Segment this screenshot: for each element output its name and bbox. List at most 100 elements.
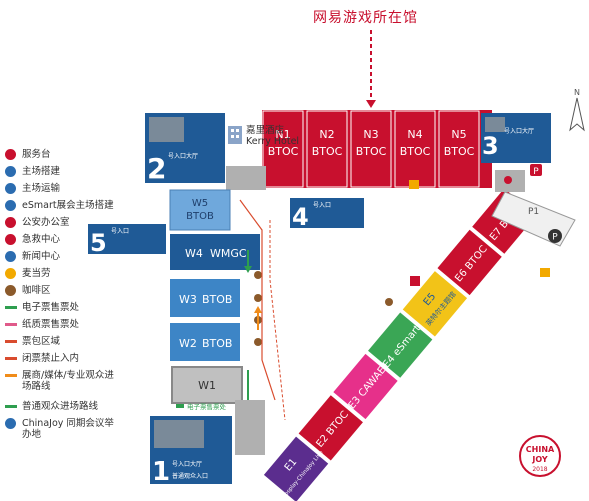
svg-text:P: P — [533, 167, 539, 177]
cafe-icon — [254, 294, 262, 302]
legend-item-public-route: 普通观众进场路线 — [5, 400, 135, 417]
hall-e5[interactable]: E5 英特尔主题馆 — [402, 271, 468, 337]
hall-n2[interactable]: N2 BTOC — [306, 110, 348, 188]
news-center-icon — [5, 251, 16, 262]
service-desk-icon — [5, 149, 16, 160]
venue-construction-icon — [5, 166, 16, 177]
entrance-1-sub: 普通观众入口 — [172, 472, 208, 480]
public-route-arrow — [244, 266, 252, 273]
entrance-2-title: 号入口大厅 — [168, 152, 198, 160]
hall-e2[interactable]: E2 BTOC — [298, 395, 363, 461]
chinajoy-logo: CHINA JOY 2018 — [519, 435, 561, 477]
hall-n4-name: N4 — [407, 128, 422, 141]
hall-n4[interactable]: N4 BTOC — [394, 110, 436, 188]
hall-w4-name: W4 — [185, 247, 203, 260]
hall-n4-type: BTOC — [400, 145, 431, 158]
sales-zone-line-icon — [5, 357, 17, 360]
hall-n1-type: BTOC — [268, 145, 299, 158]
hall-n2-type: BTOC — [312, 145, 343, 158]
hall-w4[interactable]: W4 WMGC — [170, 234, 260, 270]
hall-n5-type: BTOC — [444, 145, 475, 158]
e-ticket-line-icon — [5, 306, 17, 309]
logo-line2: JOY — [531, 455, 547, 464]
hall-w5[interactable]: W5 BTOB — [169, 189, 231, 231]
hall-w5-type: BTOB — [186, 211, 214, 222]
hall-w3[interactable]: W3 BTOB — [170, 279, 240, 317]
paper-ticket-line-icon — [5, 323, 17, 326]
hotel-icon — [228, 126, 242, 144]
venue-transport-icon — [5, 183, 16, 194]
chinajoy-logo-icon — [5, 418, 16, 429]
entrance-5-callout[interactable]: 5 号入口 — [88, 224, 166, 257]
legend-item-venue-transport: 主场运输 — [5, 182, 135, 199]
hall-n3-type: BTOC — [356, 145, 387, 158]
hall-w2-name: W2 — [179, 337, 197, 350]
hall-w4-type: WMGC — [210, 247, 247, 260]
hall-e6[interactable]: E6 BTOC — [437, 229, 502, 296]
legend-item-mcdonalds: 麦当劳 — [5, 267, 135, 284]
hall-n5-name: N5 — [451, 128, 466, 141]
p1-label: P1 — [528, 207, 539, 217]
logo-year: 2018 — [532, 466, 547, 473]
sales-zone-route — [239, 199, 276, 401]
mcdonalds-icon — [5, 268, 16, 279]
entrance-photo — [154, 420, 204, 448]
hall-e1[interactable]: E1 Cosplay·ChinaJoy Live — [261, 432, 332, 501]
cafe-icon — [254, 338, 262, 346]
vip-route-arrow-icon — [5, 374, 17, 377]
entrance-5-number: 5 — [90, 229, 107, 257]
legend-item-cafe: 咖啡区 — [5, 284, 135, 301]
ticket-zone-route — [269, 220, 286, 421]
entrance-3-callout[interactable]: 3 号入口大厅 — [481, 113, 551, 163]
hall-w3-name: W3 — [179, 293, 197, 306]
featured-hall-title: 网易游戏所在馆 — [313, 10, 418, 26]
entrance-photo — [485, 117, 505, 132]
entrance-1-callout[interactable]: 1 号入口大厅 普通观众入口 — [150, 416, 232, 487]
police-office-icon — [5, 217, 16, 228]
esmart-construction-icon — [5, 200, 16, 211]
parking-label: P — [552, 233, 558, 243]
hall-w3-type: BTOB — [202, 293, 232, 306]
hall-w2-type: BTOB — [202, 337, 232, 350]
entrance-4-callout[interactable]: 4 号入口 — [290, 198, 364, 231]
legend-item-ticket-zone: 票包区域 — [5, 335, 135, 352]
title-arrow-head — [366, 100, 376, 108]
hall-n2-name: N2 — [319, 128, 334, 141]
legend-item-esmart-construction: eSmart展会主场搭建 — [5, 199, 135, 216]
mcdonalds-icon — [409, 180, 419, 189]
entrance-2-callout[interactable]: 2 号入口大厅 — [145, 113, 225, 185]
entrance-1-title: 号入口大厅 — [172, 460, 202, 468]
legend-item-first-aid: 急救中心 — [5, 233, 135, 250]
corridor-sw — [235, 400, 265, 455]
legend-item-vip-route: 展商/媒体/专业观众进场路线 — [5, 369, 135, 400]
cafe-icon — [254, 271, 262, 279]
entrance-4-title: 号入口 — [313, 202, 331, 209]
first-aid-icon — [5, 234, 16, 245]
logo-line1: CHINA — [526, 445, 555, 454]
public-route-arrow-icon — [5, 405, 17, 408]
mcdonalds-icon — [540, 268, 550, 277]
hall-w2[interactable]: W2 BTOB — [170, 323, 240, 361]
hall-n3[interactable]: N3 BTOC — [350, 110, 392, 188]
legend-item-police-office: 公安办公室 — [5, 216, 135, 233]
hall-w1-name: W1 — [198, 379, 216, 392]
hall-w5-name: W5 — [192, 198, 208, 209]
hall-n3-name: N3 — [363, 128, 378, 141]
e-ticket-label: 电子票售票处 — [187, 402, 227, 411]
hall-w1[interactable]: W1 — [171, 366, 243, 404]
first-aid-icon — [410, 276, 420, 286]
hotel-name-en: Kerry Hotel — [246, 136, 300, 147]
legend-item-e-ticket: 电子票售票处 — [5, 301, 135, 318]
hall-n1-name: N1 — [275, 128, 290, 141]
map-legend: 服务台 主场搭建 主场运输 eSmart展会主场搭建 公安办公室 急救中心 新闻… — [5, 148, 135, 448]
hall-n1[interactable]: N1 BTOC — [262, 110, 304, 188]
service-desk-icon — [504, 176, 512, 184]
legend-item-paper-ticket: 纸质票售票处 — [5, 318, 135, 335]
hall-n5[interactable]: N5 BTOC — [438, 110, 480, 188]
entrance-photo — [149, 117, 184, 142]
compass-label: N — [574, 88, 580, 97]
legend-item-news-center: 新闻中心 — [5, 250, 135, 267]
legend-item-venue-construction: 主场搭建 — [5, 165, 135, 182]
entrance-5-title: 号入口 — [111, 228, 129, 235]
